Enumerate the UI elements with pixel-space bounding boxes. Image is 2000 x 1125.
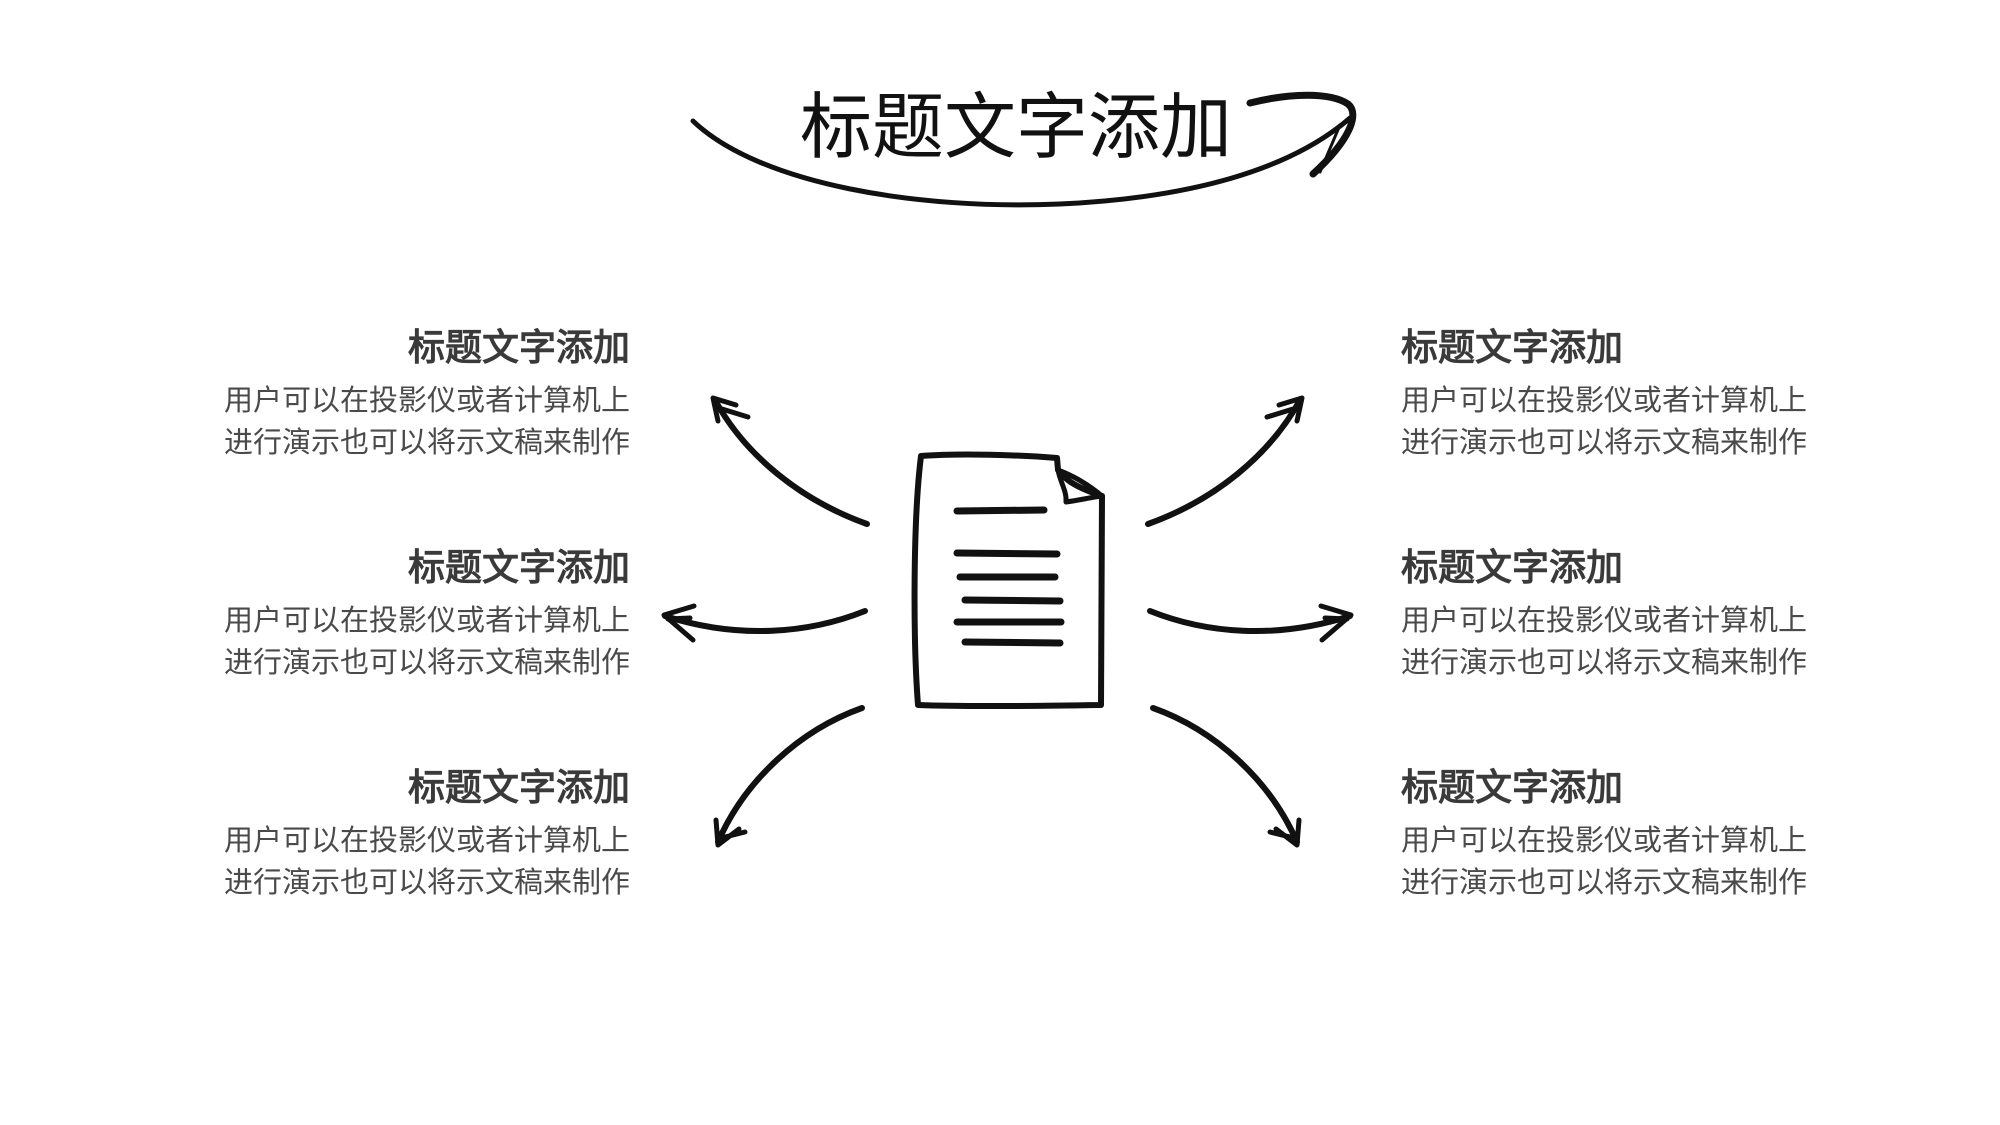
- info-block-left-3: 标题文字添加 用户可以在投影仪或者计算机上 进行演示也可以将示文稿来制作: [160, 763, 630, 903]
- info-block-text: 用户可以在投影仪或者计算机上 进行演示也可以将示文稿来制作: [1401, 599, 1871, 683]
- info-block-line: 用户可以在投影仪或者计算机上: [223, 383, 630, 417]
- title-swoosh: [690, 115, 1353, 208]
- info-block-line: 用户可以在投影仪或者计算机上: [1401, 603, 1808, 637]
- info-block-line: 用户可以在投影仪或者计算机上: [223, 823, 630, 857]
- info-block-line: 进行演示也可以将示文稿来制作: [223, 645, 630, 679]
- info-block-line: 进行演示也可以将示文稿来制作: [223, 865, 630, 899]
- info-block-text: 用户可以在投影仪或者计算机上 进行演示也可以将示文稿来制作: [1401, 379, 1871, 463]
- info-block-line: 用户可以在投影仪或者计算机上: [223, 603, 630, 637]
- info-block-line: 进行演示也可以将示文稿来制作: [1401, 425, 1808, 459]
- title-swoosh-arrowhead-tip: [1318, 123, 1342, 174]
- info-block-line: 进行演示也可以将示文稿来制作: [223, 425, 630, 459]
- info-block-line: 进行演示也可以将示文稿来制作: [1401, 645, 1808, 679]
- arrow-left-top: [710, 395, 870, 527]
- info-block-left-2: 标题文字添加 用户可以在投影仪或者计算机上 进行演示也可以将示文稿来制作: [160, 543, 630, 683]
- arrow-left-middle: [661, 603, 868, 643]
- info-block-heading: 标题文字添加: [1401, 766, 1623, 809]
- info-block-text: 用户可以在投影仪或者计算机上 进行演示也可以将示文稿来制作: [160, 599, 630, 683]
- arrow-right-top: [1145, 395, 1305, 527]
- info-block-heading: 标题文字添加: [408, 546, 630, 589]
- arrow-right-bottom: [1150, 705, 1302, 848]
- info-block-heading: 标题文字添加: [1401, 546, 1623, 589]
- info-block-heading: 标题文字添加: [1401, 326, 1623, 369]
- info-block-line: 用户可以在投影仪或者计算机上: [1401, 383, 1808, 417]
- arrow-left-bottom: [713, 705, 865, 848]
- info-block-text: 用户可以在投影仪或者计算机上 进行演示也可以将示文稿来制作: [160, 379, 630, 463]
- info-block-left-1: 标题文字添加 用户可以在投影仪或者计算机上 进行演示也可以将示文稿来制作: [160, 323, 630, 463]
- arrow-right-middle: [1147, 603, 1354, 643]
- info-block-line: 用户可以在投影仪或者计算机上: [1401, 823, 1808, 857]
- title-swoosh-arrowhead: [1246, 91, 1357, 178]
- page-title: 标题文字添加: [800, 85, 1233, 169]
- document-icon: [911, 451, 1105, 710]
- info-block-right-2: 标题文字添加 用户可以在投影仪或者计算机上 进行演示也可以将示文稿来制作: [1401, 543, 1871, 683]
- info-block-text: 用户可以在投影仪或者计算机上 进行演示也可以将示文稿来制作: [160, 819, 630, 903]
- info-block-right-1: 标题文字添加 用户可以在投影仪或者计算机上 进行演示也可以将示文稿来制作: [1401, 323, 1871, 463]
- info-block-heading: 标题文字添加: [408, 766, 630, 809]
- info-block-line: 进行演示也可以将示文稿来制作: [1401, 865, 1808, 899]
- info-block-text: 用户可以在投影仪或者计算机上 进行演示也可以将示文稿来制作: [1401, 819, 1871, 903]
- info-block-heading: 标题文字添加: [408, 326, 630, 369]
- info-block-right-3: 标题文字添加 用户可以在投影仪或者计算机上 进行演示也可以将示文稿来制作: [1401, 763, 1871, 903]
